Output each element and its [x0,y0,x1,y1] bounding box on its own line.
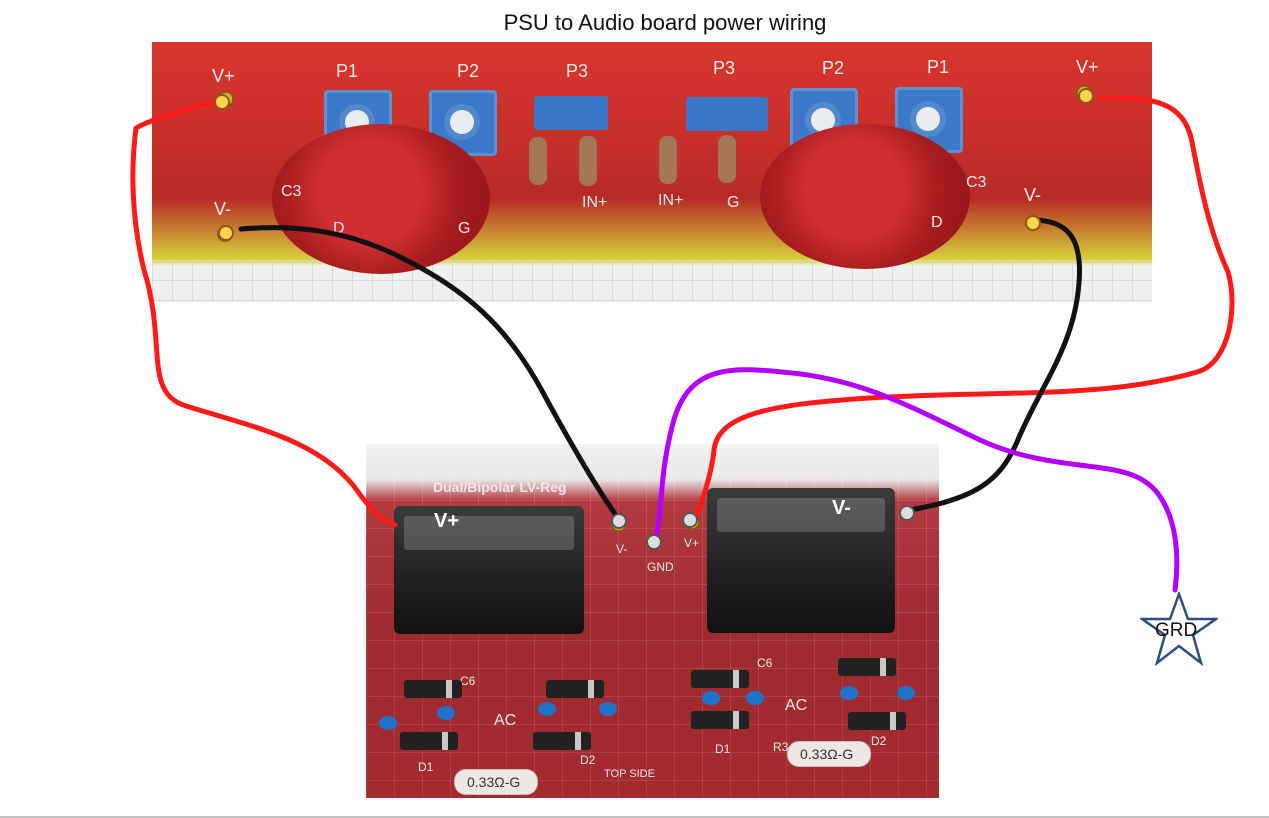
amp-p1-left-label: P1 [336,61,359,81]
psu-resistor-left [454,769,538,795]
star-icon [1138,590,1220,667]
left-resistor [529,137,547,185]
right-red-wire [692,95,1235,523]
amp-in-right-label: IN+ [658,192,684,209]
psu-v-plus-label: V+ [434,510,460,532]
psu-d1-left-label: D1 [418,760,434,774]
psu-diode-7 [691,711,749,729]
psu-blue-capacitor-5 [702,691,720,705]
psu-v-minus-label: V- [832,497,851,519]
right-regulator-module [707,488,895,633]
right-black-wire [907,217,1083,513]
psu-diode-8 [848,712,906,730]
ground-star: GRD [1138,590,1220,667]
psu-diode-3 [691,670,749,688]
psu-ac-right-label: AC [785,697,808,714]
psu-d2-left-label: D2 [580,753,596,767]
left-p3-trimmer [534,96,608,130]
left-black-wire [238,225,621,521]
psu-blue-capacitor-7 [840,686,858,700]
left-red-wire [130,98,398,528]
psu-board-photo: Dual/Bipolar LV-Reg GlassWare © 2018 V+ … [366,444,939,798]
amp-c3-left-label: C3 [281,183,302,200]
amp-board-background-grid [152,260,1152,302]
amp-right-v-minus-terminal [1025,215,1041,231]
psu-diode-2 [546,680,604,698]
psu-blue-capacitor-8 [897,686,915,700]
right-resistor-2 [718,135,736,183]
amp-d-left-label: D [333,220,345,237]
amp-v-minus-left-label: V- [214,199,232,219]
psu-blue-capacitor-1 [379,716,397,730]
amp-left-v-minus-terminal [218,225,234,241]
psu-blue-capacitor-2 [437,706,455,720]
amp-g-left-label: G [458,220,471,237]
right-resistor [659,136,677,184]
psu-top-side-label: TOP SIDE [604,768,655,780]
right-p3-trimmer [686,97,768,131]
psu-pin-v-minus-label: V- [616,542,628,556]
amp-v-minus-right-label: V- [1024,185,1042,205]
amp-p2-left-label: P2 [457,61,480,81]
psu-blue-capacitor-3 [538,702,556,716]
amp-d-right-label: D [931,214,943,231]
amp-g-right-label: G [727,194,740,211]
psu-pin-v-plus-label: V+ [684,536,700,550]
psu-c6-right-label: C6 [757,656,773,670]
ground-star-label: GRD [1155,620,1198,641]
amp-board-photo: V+ V+ V- V- P1 P2 P3 P3 P2 P1 C3 C3 G IN… [152,42,1152,302]
psu-board-title: Dual/Bipolar LV-Reg [433,479,567,495]
psu-resistor-right [787,741,871,767]
amp-p3-left-label: P3 [566,61,589,81]
psu-diode-1 [404,680,462,698]
psu-diode-6 [533,732,591,750]
left-regulator-module [394,506,584,634]
psu-v-plus-terminal [682,512,698,528]
psu-brand-label: GlassWare © 2018 [726,468,828,482]
psu-gnd-terminal [646,534,662,550]
amp-p2-right-label: P2 [822,58,845,78]
left-p2-pot [429,90,497,156]
ground-purple-wire [651,367,1180,593]
amp-c3-right-label: C3 [966,174,987,191]
psu-r3-label: R3 [773,740,789,754]
psu-resistor-left-label: 0.33Ω-G [467,774,521,790]
psu-blue-capacitor-6 [746,691,764,705]
amp-v-plus-right-label: V+ [1076,57,1099,77]
amp-right-v-plus-terminal [1078,88,1094,104]
psu-ac-left-label: AC [494,712,517,729]
page-title: PSU to Audio board power wiring [503,10,827,35]
psu-c6-left-label: C6 [460,674,476,688]
amp-v-plus-left-label: V+ [212,66,235,86]
left-resistor-2 [579,136,597,186]
psu-d2-right-label: D2 [871,734,887,748]
psu-v-minus-terminal [611,513,627,529]
psu-blue-capacitor-4 [599,702,617,716]
psu-diode-5 [400,732,458,750]
psu-d1-right-label: D1 [715,742,731,756]
psu-diode-4 [838,658,896,676]
amp-in-left-label: IN+ [582,194,608,211]
amp-left-v-plus-terminal [214,94,230,110]
amp-p3-right-label: P3 [713,58,736,78]
psu-v-minus-output-terminal [899,505,915,521]
psu-resistor-right-label: 0.33Ω-G [800,746,854,762]
bottom-divider [0,816,1269,818]
right-red-capacitor [760,124,970,269]
psu-gnd-label: GND [647,560,674,574]
amp-p1-right-label: P1 [927,57,950,77]
